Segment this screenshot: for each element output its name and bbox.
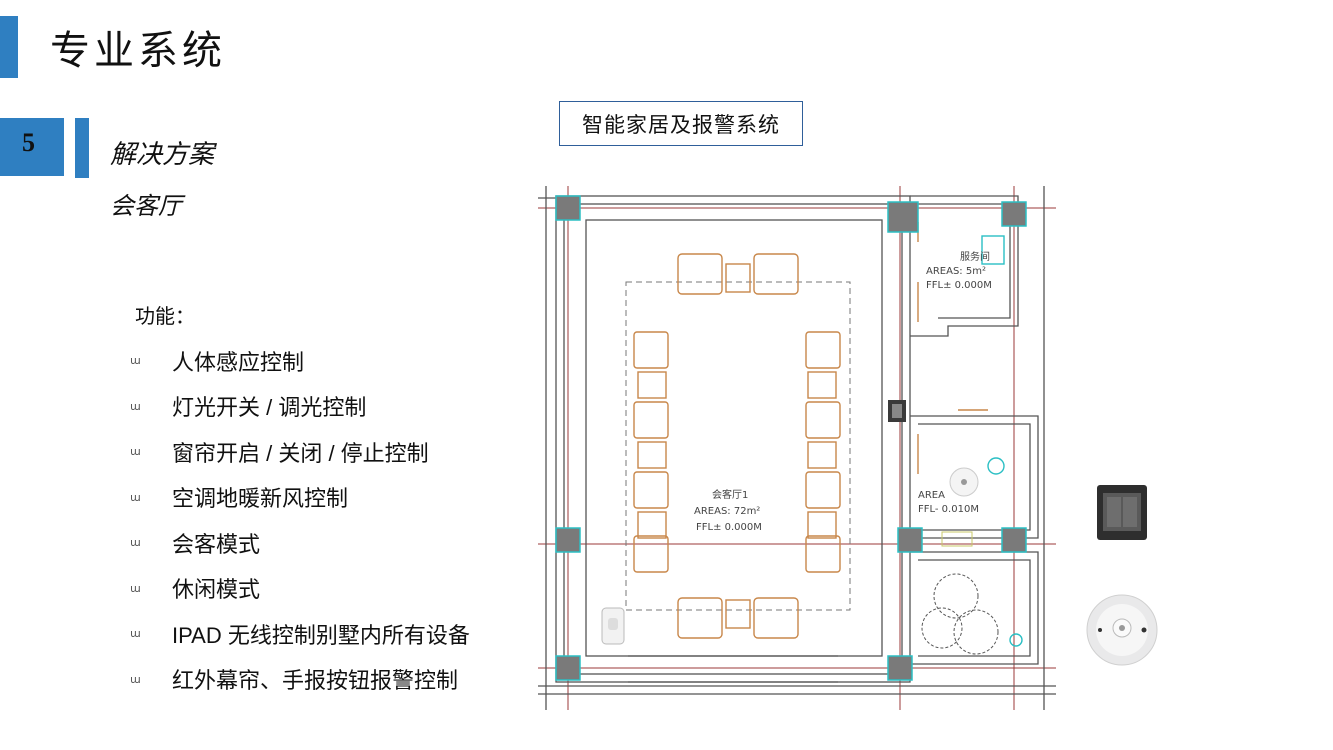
section-subtitle: 会客厅 bbox=[110, 192, 182, 220]
room-ffl: FFL- 0.010M bbox=[918, 504, 979, 515]
feature-item: ɯ 空调地暖新风控制 bbox=[130, 475, 470, 521]
walls bbox=[538, 186, 1056, 710]
feature-item: ɯ 窗帘开启 / 关闭 / 停止控制 bbox=[130, 429, 470, 475]
feature-item: ɯ 休闲模式 bbox=[130, 566, 470, 612]
title-accent-bar bbox=[0, 16, 18, 78]
feature-item: ɯ 会客模式 bbox=[130, 520, 470, 566]
room-ffl: FFL± 0.000M bbox=[926, 280, 992, 291]
floor-plan: 会客厅1 AREAS: 72m² FFL± 0.000M 服务间 AREAS: … bbox=[538, 186, 1056, 710]
bullet-icon: ɯ bbox=[130, 490, 141, 504]
feature-label: IPAD 无线控制别墅内所有设备 bbox=[172, 622, 470, 648]
section-accent-bar bbox=[75, 118, 89, 178]
plants bbox=[921, 531, 999, 655]
ceiling-sensor-icon bbox=[1086, 594, 1158, 666]
section-number: 5 bbox=[22, 128, 35, 157]
axis-lines bbox=[538, 186, 1056, 710]
features-heading: 功能： bbox=[135, 304, 195, 328]
bullet-icon: ɯ bbox=[130, 581, 141, 595]
room-labels: 会客厅1 AREAS: 72m² FFL± 0.000M 服务间 AREAS: … bbox=[694, 250, 992, 533]
bullet-icon: ɯ bbox=[130, 354, 141, 368]
section-title: 解决方案 bbox=[110, 140, 215, 170]
feature-label: 窗帘开启 / 关闭 / 停止控制 bbox=[172, 440, 429, 466]
fixtures bbox=[981, 235, 1023, 647]
feature-item: ɯ 灯光开关 / 调光控制 bbox=[130, 384, 470, 430]
room-area: AREAS: 5m² bbox=[926, 266, 986, 277]
room-area: AREA bbox=[918, 490, 945, 501]
room-name: 会客厅1 bbox=[712, 488, 748, 501]
smart-switch-panel-icon bbox=[1097, 485, 1147, 540]
feature-item: ɯ 人体感应控制 bbox=[130, 338, 470, 384]
feature-label: 空调地暖新风控制 bbox=[172, 486, 349, 512]
plan-switch-panel-icon bbox=[888, 400, 906, 422]
feature-item: ɯ IPAD 无线控制别墅内所有设备 bbox=[130, 611, 470, 657]
bullet-icon: ɯ bbox=[130, 536, 141, 550]
bullet-icon: ɯ bbox=[130, 399, 141, 413]
feature-label: 会客模式 bbox=[172, 531, 261, 557]
bullet-icon: ɯ bbox=[130, 672, 141, 686]
feature-item: ɯ 红外幕帘、手报按钮报警控制 bbox=[130, 657, 470, 703]
plan-ceiling-sensor-icon bbox=[949, 467, 979, 497]
feature-label: 休闲模式 bbox=[172, 577, 261, 603]
room-ffl: FFL± 0.000M bbox=[696, 522, 762, 533]
columns bbox=[555, 195, 1027, 681]
feature-label: 灯光开关 / 调光控制 bbox=[172, 395, 367, 421]
room-area: AREAS: 72m² bbox=[694, 506, 760, 517]
feature-label: 人体感应控制 bbox=[172, 349, 305, 375]
features-list: ɯ 人体感应控制 ɯ 灯光开关 / 调光控制 ɯ 窗帘开启 / 关闭 / 停止控制 ɯ… bbox=[130, 338, 470, 702]
bullet-icon: ɯ bbox=[130, 627, 141, 641]
bullet-icon: ɯ bbox=[130, 445, 141, 459]
furniture-zone bbox=[625, 281, 851, 611]
feature-label: 红外幕帘、手报按钮报警控制 bbox=[172, 668, 459, 694]
pir-detector-icon bbox=[601, 607, 625, 645]
section-number-box bbox=[0, 118, 64, 176]
page-title: 专业系统 bbox=[50, 28, 226, 74]
floor-plan-title: 智能家居及报警系统 bbox=[559, 101, 803, 146]
furniture bbox=[633, 222, 988, 639]
room-name: 服务间 bbox=[960, 250, 990, 263]
